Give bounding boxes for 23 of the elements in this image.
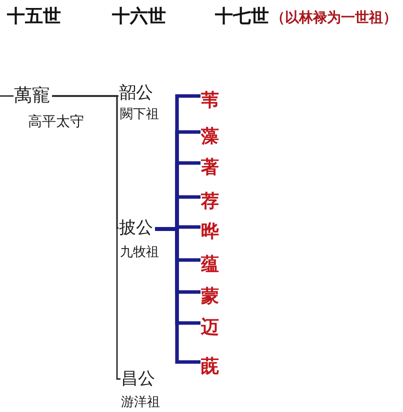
generation-heading: 十五世: [7, 8, 61, 26]
heading-note: （以林禄为一世祖）: [271, 11, 397, 25]
person-name: 韶公: [119, 84, 153, 101]
note-text: 闕下祖: [120, 107, 159, 120]
person-name: 萬寵: [14, 86, 50, 104]
generation-heading: 十六世: [112, 8, 166, 26]
generation-heading: 十七世: [215, 8, 269, 26]
person-name: 荐: [201, 192, 219, 210]
note-text: 游洋祖: [121, 395, 160, 408]
person-name: 蒙: [201, 287, 219, 305]
person-name: 蔇: [201, 357, 219, 375]
person-name: 苇: [201, 91, 219, 109]
note-text: 高平太守: [28, 116, 84, 130]
person-name: 蕴: [201, 255, 219, 273]
person-name: 藻: [201, 127, 219, 145]
connector-line: [52, 95, 121, 380]
note-text: 九牧祖: [120, 245, 159, 258]
person-name: 迈: [201, 318, 219, 336]
person-name: 著: [201, 158, 219, 176]
connector-line: [0, 95, 14, 97]
person-name: 披公: [119, 219, 153, 236]
person-name: 昌公: [121, 370, 155, 387]
person-name: 晔: [201, 222, 219, 240]
